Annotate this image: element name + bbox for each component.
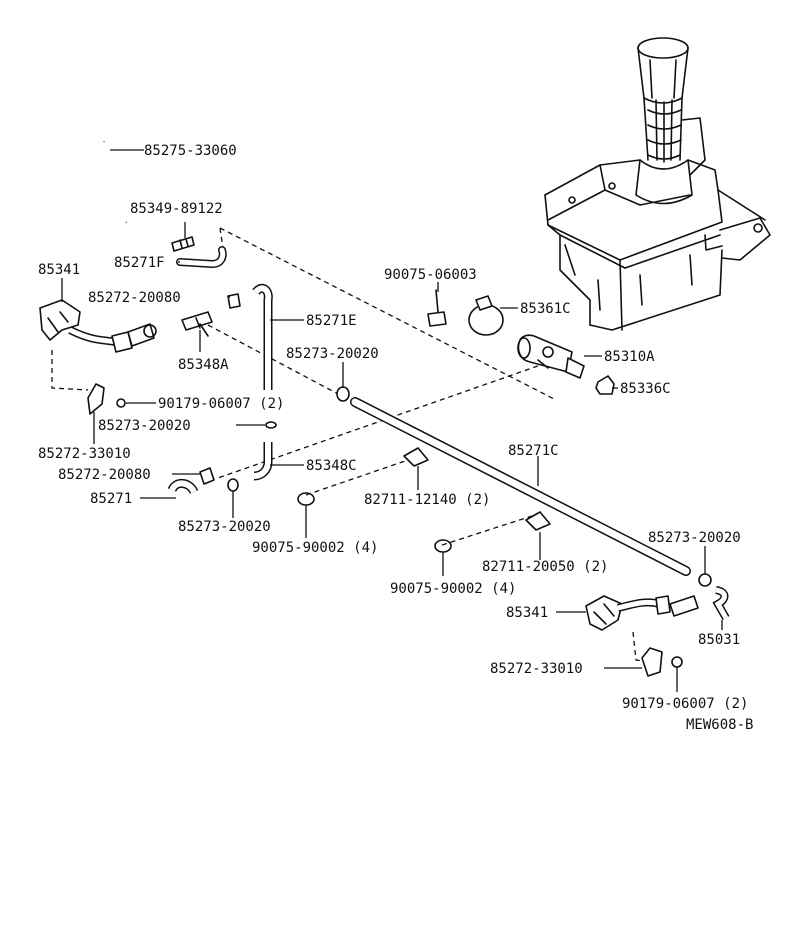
plug-85273-20020-mid [336,386,350,402]
connector-85272-20080-left [199,467,215,485]
clamp-85361C [468,295,504,336]
clip-82711-12140 [403,447,429,467]
pump-85310A [517,334,585,379]
label-85341-top: 85341 [38,262,80,278]
plug-85273-20020-right [698,573,712,587]
label-85361C: 85361C [520,301,571,317]
label-82711-12140: 82711-12140 (2) [364,492,490,508]
plug-85273-20020-bottom [227,478,239,492]
label-85271C: 85271C [508,443,559,459]
label-85273-20020-bottom: 85273-20020 [178,519,271,535]
label-85273-20020-right: 85273-20020 [648,530,741,546]
label-90075-90002-a: 90075-90002 (4) [252,540,378,556]
leader-lines [61,149,723,692]
label-90075-06003: 90075-06003 [384,267,477,283]
plug-85273-20020-left [265,421,277,429]
label-90179-06007-left: 90179-06007 (2) [158,396,284,412]
label-85273-20020-left: 85273-20020 [98,418,191,434]
label-85031: 85031 [698,632,740,648]
check-valve-85349-89122 [171,236,195,252]
label-85272-33010-left: 85272-33010 [38,446,131,462]
bracket-85272-33010-left [87,383,105,415]
label-82711-20050: 82711-20050 (2) [482,559,608,575]
label-85336C: 85336C [620,381,671,397]
label-85271: 85271 [90,491,132,507]
label-85310A: 85310A [604,349,655,365]
nozzle-85341-left [39,299,157,353]
clip-82711-20050 [525,511,551,531]
nozzle-85341-bottom [585,595,699,631]
grommet-85336C [595,375,615,395]
joint-85348A [181,311,213,337]
label-85272-20080-top: 85272-20080 [88,290,181,306]
label-85271E: 85271E [306,313,357,329]
label-90179-06007-right: 90179-06007 (2) [622,696,748,712]
label-85348A: 85348A [178,357,229,373]
part-labels: 85275-33060 85349-89122 85271F 85341 852… [38,143,753,733]
label-85272-20080-left: 85272-20080 [58,467,151,483]
label-85271F: 85271F [114,255,165,271]
clip-90075-90002-b [434,539,452,553]
washer-tank [544,37,771,331]
diagram-code: MEW608-B [686,717,753,733]
label-85275-33060: 85275-33060 [144,143,237,159]
nut-90179-06007-right [671,656,683,668]
label-85349-89122: 85349-89122 [130,201,223,217]
screw-90075-06003 [427,289,447,327]
connector-85272-20080-top [227,293,241,309]
label-85341-bottom: 85341 [506,605,548,621]
label-85348C: 85348C [306,458,357,474]
label-85272-33010-right: 85272-33010 [490,661,583,677]
label-90075-90002-b: 90075-90002 (4) [390,581,516,597]
hose-85275-33060 [102,141,127,223]
bracket-85272-33010-right [641,647,663,677]
label-85273-20020-mid: 85273-20020 [286,346,379,362]
nut-90179-06007-left [116,398,126,408]
